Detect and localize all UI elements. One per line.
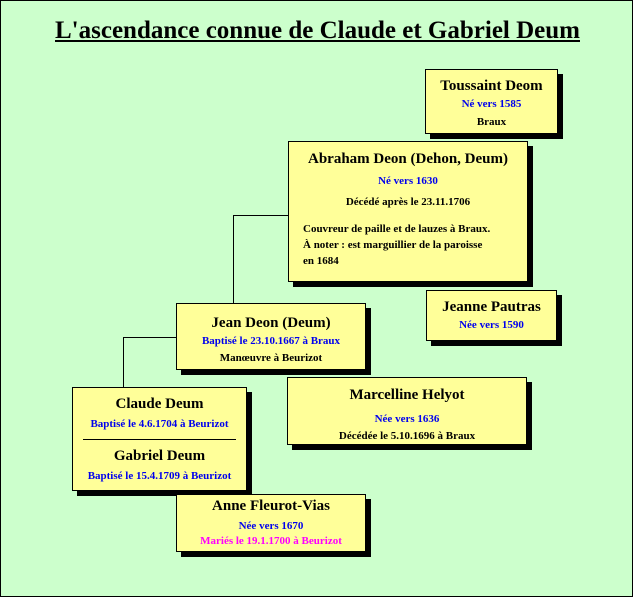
person-name: Anne Fleurot-Vias [212, 498, 330, 514]
person-box-jeanne-pautras: Jeanne Pautras Née vers 1590 [426, 290, 557, 341]
person-name: Jean Deon (Deum) [211, 315, 331, 331]
person-box-toussaint-deom: Toussaint Deom Né vers 1585 Braux [425, 69, 558, 134]
person-name: Jeanne Pautras [442, 299, 541, 315]
death-info: Décédé après le 23.11.1706 [345, 196, 471, 208]
birth-info: Née vers 1636 [374, 413, 440, 425]
death-info: Décédée le 5.10.1696 à Braux [338, 430, 476, 442]
baptism-info-claude: Baptisé le 4.6.1704 à Beurizot [90, 418, 229, 430]
person-name: Toussaint Deom [440, 78, 543, 94]
birth-info: Né vers 1585 [461, 98, 522, 110]
person-name-claude: Claude Deum [115, 396, 204, 412]
marriage-info: Mariés le 19.1.1700 à Beurizot [200, 535, 342, 547]
divider [83, 439, 236, 440]
note-line-3: en 1684 [303, 255, 339, 267]
note-line-1: Couvreur de paille et de lauzes à Braux. [303, 223, 491, 235]
baptism-info-gabriel: Baptisé le 15.4.1709 à Beurizot [87, 470, 232, 482]
connector-jean-vertical [123, 337, 124, 387]
page-title: L'ascendance connue de Claude et Gabriel… [55, 17, 580, 44]
baptism-info: Baptisé le 23.10.1667 à Braux [201, 335, 341, 347]
person-box-jean-deon: Jean Deon (Deum) Baptisé le 23.10.1667 à… [176, 303, 366, 370]
person-name: Marcelline Helyot [349, 387, 465, 403]
connector-abraham-vertical [233, 215, 234, 303]
person-name-gabriel: Gabriel Deum [113, 448, 206, 464]
person-box-abraham-deon: Abraham Deon (Dehon, Deum) Né vers 1630 … [288, 141, 528, 282]
birth-info: Née vers 1590 [459, 319, 524, 331]
person-box-marcelline-helyot: Marcelline Helyot Née vers 1636 Décédée … [287, 377, 527, 445]
note-line-2: À noter : est marguillier de la paroisse [303, 239, 483, 251]
connector-jean-horizontal [123, 337, 176, 338]
occupation-info: Manœuvre à Beurizot [219, 352, 323, 364]
birth-info: Née vers 1670 [238, 520, 304, 532]
person-name: Abraham Deon (Dehon, Deum) [308, 151, 508, 167]
birth-info: Né vers 1630 [378, 175, 438, 187]
connector-abraham-horizontal [233, 215, 288, 216]
place-info: Braux [476, 116, 507, 128]
person-box-claude-gabriel-deum: Claude Deum Baptisé le 4.6.1704 à Beuriz… [72, 387, 247, 491]
person-box-anne-fleurot-vias: Anne Fleurot-Vias Née vers 1670 Mariés l… [176, 494, 366, 552]
